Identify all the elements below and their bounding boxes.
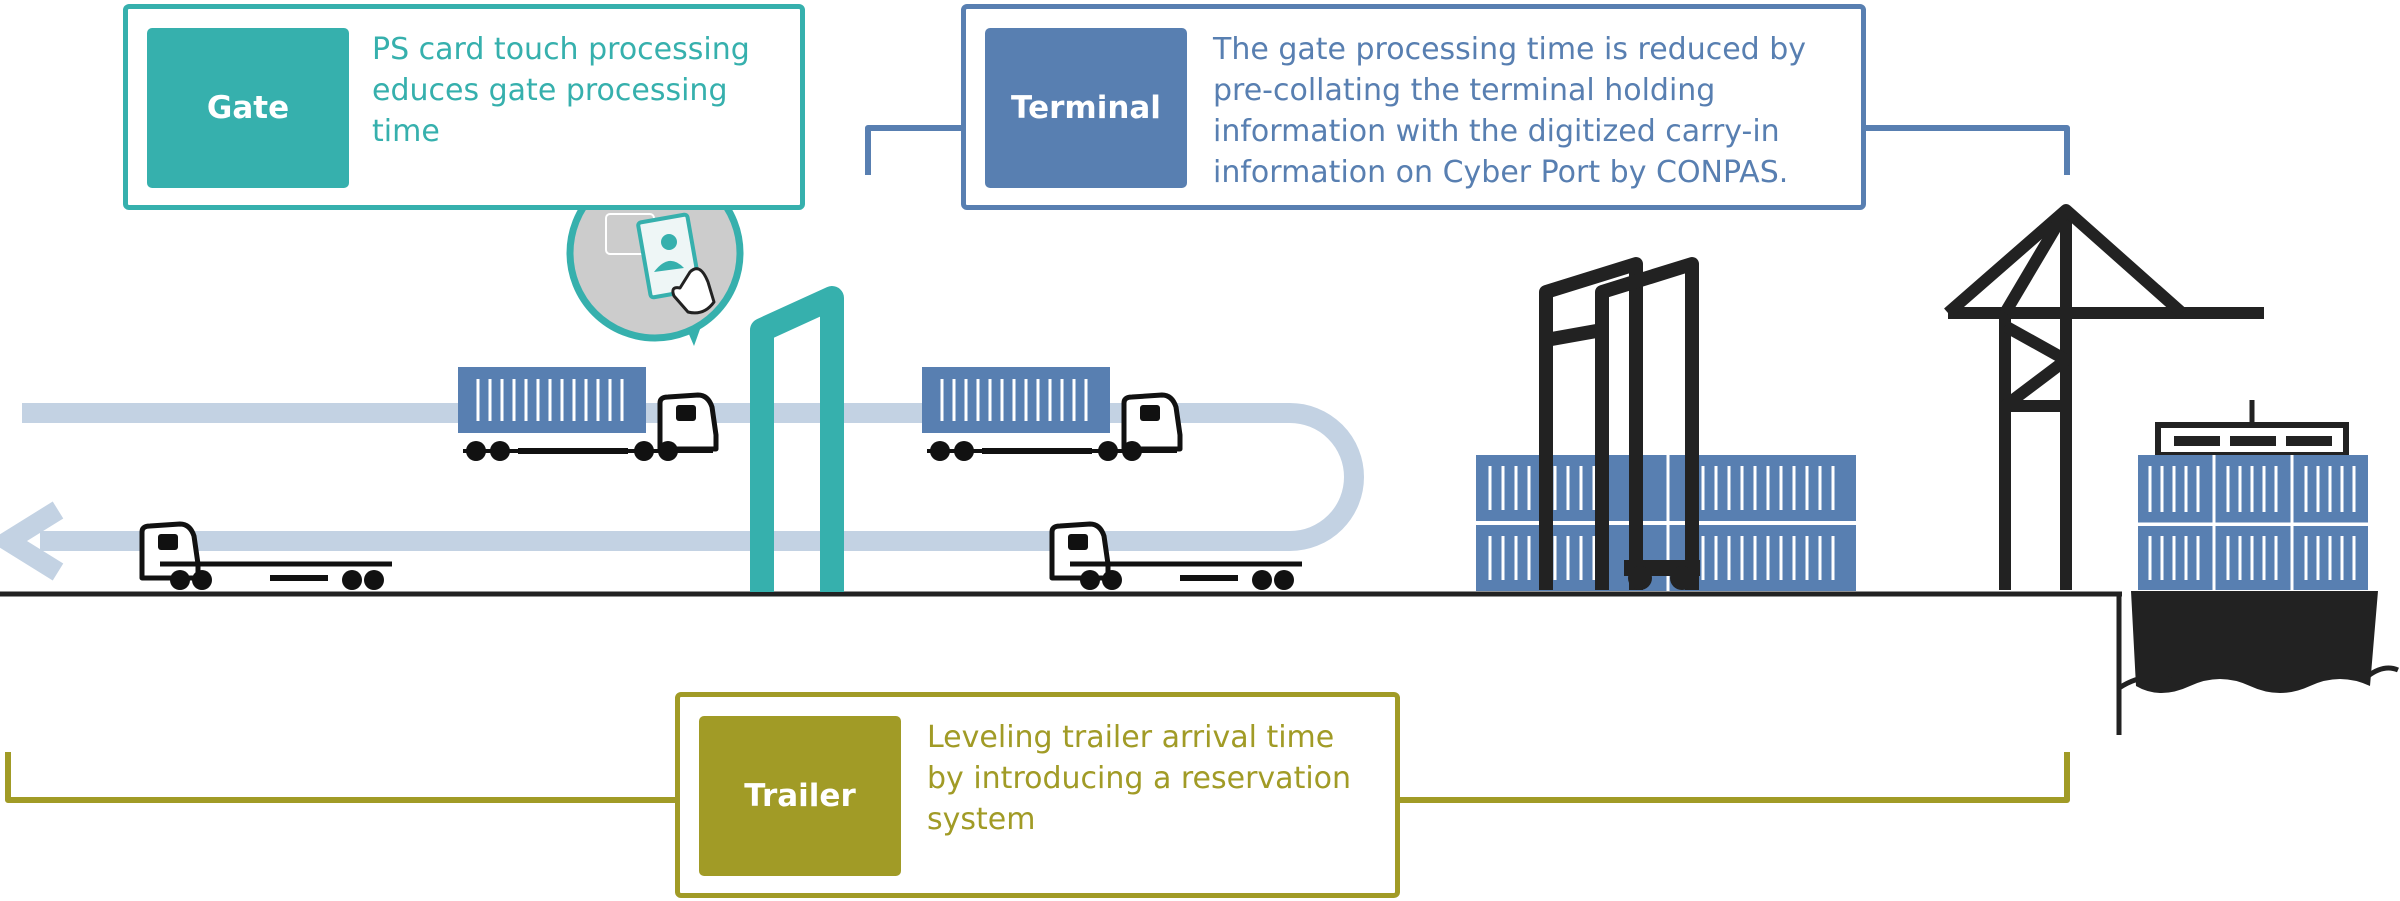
- terminal-badge: Terminal: [985, 28, 1187, 188]
- gate-badge: Gate: [147, 28, 349, 188]
- container-ship-icon: [2117, 400, 2399, 693]
- terminal-bracket: [865, 125, 2070, 175]
- trailer-description: Leveling trailer arrival time by introdu…: [927, 720, 1352, 837]
- arrow-left-icon: [0, 501, 64, 581]
- trailer-callout: Trailer Leveling trailer arrival time by…: [675, 692, 1400, 898]
- truck-route: [22, 403, 1364, 551]
- container-truck-icon: [920, 365, 1180, 461]
- terminal-callout: Terminal The gate processing time is red…: [961, 4, 1866, 210]
- trailer-truck-icon: [142, 524, 392, 590]
- card-reader-icon: [566, 164, 744, 346]
- trailer-truck-icon: [1052, 524, 1302, 590]
- gate-icon: [750, 286, 844, 592]
- gate-callout: Gate PS card touch processing educes gat…: [123, 4, 805, 210]
- trailer-bracket: [5, 752, 2070, 803]
- gate-description: PS card touch processing educes gate pro…: [372, 32, 750, 149]
- trailer-badge: Trailer: [699, 716, 901, 876]
- straddle-carrier-icon: [1539, 257, 1700, 590]
- terminal-description: The gate processing time is reduced by p…: [1213, 32, 1807, 190]
- container-truck-icon: [456, 365, 716, 461]
- quay-crane-icon: [1944, 204, 2264, 590]
